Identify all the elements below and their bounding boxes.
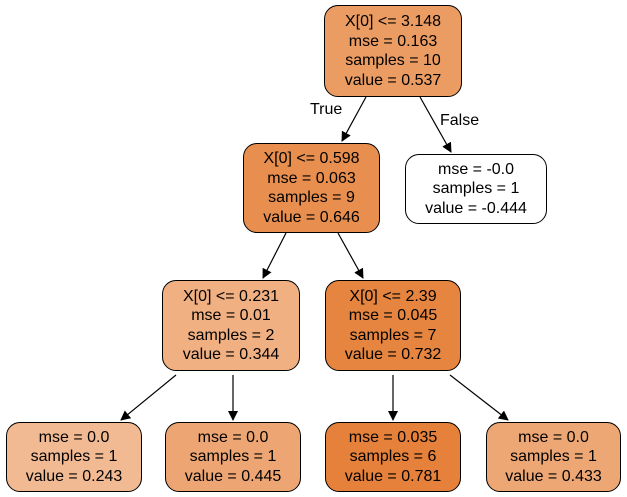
edge-n3-n5 [120,374,177,421]
node-samples: samples = 9 [268,189,355,206]
edge-n0-n1 [341,96,367,142]
tree-node-root: X[0] <= 3.148 mse = 0.163 samples = 10 v… [324,5,462,97]
node-value: value = 0.243 [25,467,123,485]
tree-node-internal: X[0] <= 0.598 mse = 0.063 samples = 9 va… [243,143,380,233]
node-value: value = 0.646 [263,208,360,226]
tree-node-leaf: mse = 0.035 samples = 6 value = 0.781 [325,422,461,492]
node-mse: mse = 0.035 [348,428,438,446]
node-mse: mse = 0.045 [348,307,438,324]
edge-n1-n4 [337,232,364,279]
edge-label-true: True [310,101,343,118]
edge-n4-n8 [449,374,509,421]
tree-node-leaf: mse = 0.0 samples = 1 value = 0.445 [165,422,301,492]
tree-node-leaf: mse = 0.0 samples = 1 value = 0.433 [486,422,621,492]
node-value: value = 0.781 [344,467,442,485]
node-samples: samples = 2 [187,326,275,344]
tree-node-leaf: mse = 0.0 samples = 1 value = 0.243 [6,422,142,492]
node-value: value = 0.433 [505,467,602,485]
node-mse: mse = -0.0 [437,160,515,178]
edge-label-false: False [440,112,480,129]
node-samples: samples = 1 [30,448,118,466]
node-samples: samples = 7 [349,326,437,344]
node-split: X[0] <= 0.231 [182,287,280,305]
node-value: value = 0.344 [182,346,280,363]
node-split: X[0] <= 3.148 [344,13,442,30]
edge-n1-n3 [262,232,287,279]
node-samples: samples = 1 [510,448,597,466]
node-mse: mse = 0.063 [267,169,356,187]
node-split: X[0] <= 2.39 [349,287,437,305]
node-value: value = -0.444 [425,199,527,217]
node-value: value = 0.732 [344,346,442,363]
tree-node-internal: X[0] <= 0.231 mse = 0.01 samples = 2 val… [162,280,300,371]
node-samples: samples = 1 [432,180,520,198]
node-mse: mse = 0.163 [348,32,438,50]
node-samples: samples = 6 [349,448,437,466]
node-samples: samples = 10 [345,52,441,69]
node-value: value = 0.537 [344,71,442,89]
tree-node-leaf: mse = -0.0 samples = 1 value = -0.444 [405,154,547,224]
node-split: X[0] <= 0.598 [263,150,360,167]
edge-n0-n2 [419,96,452,153]
node-value: value = 0.445 [184,467,282,485]
node-mse: mse = 0.0 [197,428,269,446]
node-samples: samples = 1 [189,448,277,466]
tree-node-internal: X[0] <= 2.39 mse = 0.045 samples = 7 val… [325,280,461,371]
node-mse: mse = 0.0 [518,428,589,446]
node-mse: mse = 0.01 [191,307,271,324]
node-mse: mse = 0.0 [38,428,110,446]
